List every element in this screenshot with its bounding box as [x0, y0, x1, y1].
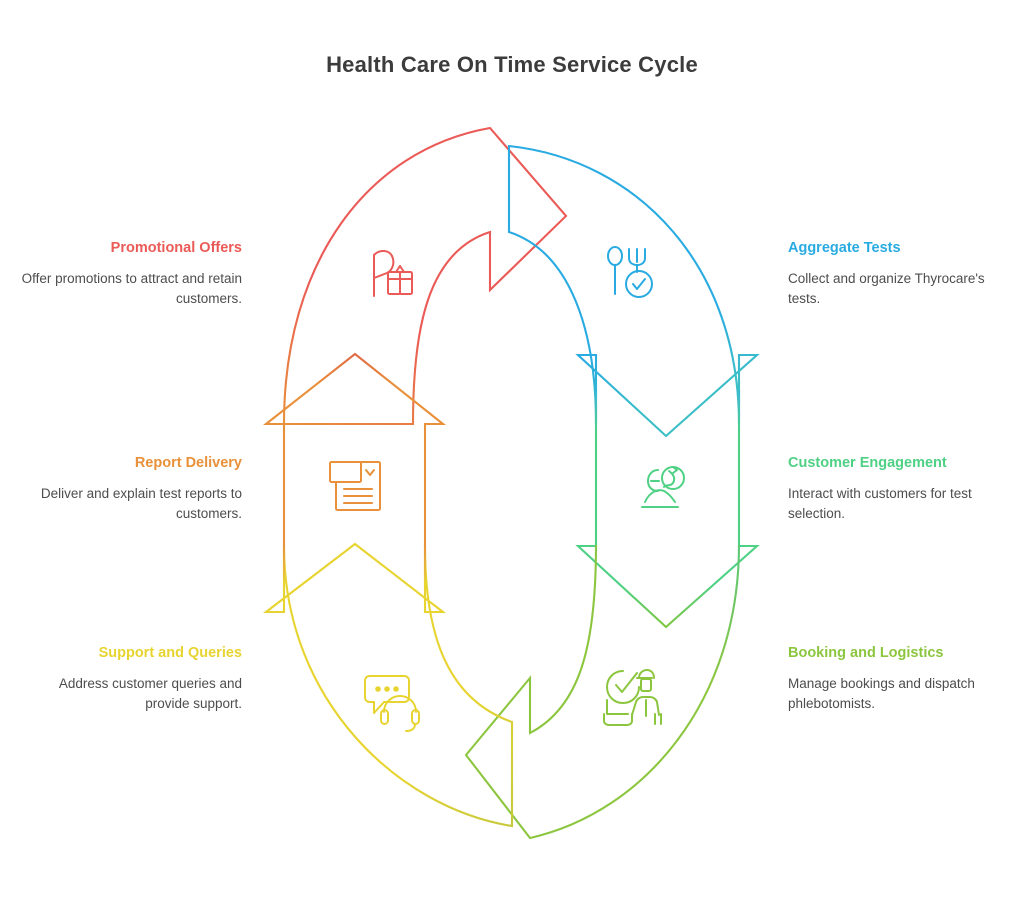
- label-description: Offer promotions to attract and retain c…: [21, 271, 242, 306]
- label-title: Support and Queries: [98, 645, 242, 661]
- label-title: Customer Engagement: [788, 455, 947, 471]
- document-report-icon: [329, 461, 381, 511]
- label-title: Promotional Offers: [110, 240, 242, 256]
- label-promotional-offers: Promotional Offers Offer promotions to a…: [12, 240, 242, 308]
- arrow-aggregate-tests: [507, 144, 760, 438]
- arrow-customer-engagement: [575, 391, 760, 629]
- label-title: Booking and Logistics: [788, 645, 944, 661]
- label-description: Collect and organize Thyrocare's tests.: [788, 271, 985, 306]
- label-title: Report Delivery: [134, 455, 242, 471]
- check-technician-icon: [603, 669, 662, 726]
- chat-headset-icon: [364, 675, 420, 732]
- label-customer-engagement: Customer Engagement Interact with custom…: [788, 455, 1018, 523]
- label-support-and-queries: Support and Queries Address customer que…: [12, 645, 242, 713]
- label-description: Address customer queries and provide sup…: [58, 676, 242, 711]
- fork-spoon-check-icon: [607, 246, 653, 298]
- page-title: Health Care On Time Service Cycle: [326, 52, 698, 77]
- label-title: Aggregate Tests: [788, 240, 901, 256]
- person-globe-icon: [641, 466, 685, 508]
- arrow-support-and-queries: [262, 542, 514, 828]
- arrow-booking-and-logistics: [464, 544, 741, 840]
- arrow-report-delivery: [262, 352, 447, 580]
- flag-gift-icon: [373, 250, 413, 297]
- label-description: Deliver and explain test reports to cust…: [40, 486, 242, 521]
- label-aggregate-tests: Aggregate Tests Collect and organize Thy…: [788, 240, 1018, 308]
- label-report-delivery: Report Delivery Deliver and explain test…: [12, 455, 242, 523]
- label-booking-and-logistics: Booking and Logistics Manage bookings an…: [788, 645, 1018, 713]
- label-description: Interact with customers for test selecti…: [788, 486, 972, 521]
- label-description: Manage bookings and dispatch phlebotomis…: [788, 676, 975, 711]
- arrow-promotional-offers: [282, 126, 568, 426]
